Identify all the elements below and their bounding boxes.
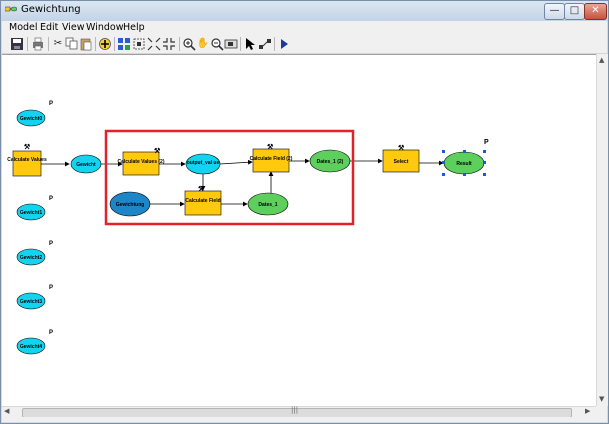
status-bar <box>2 417 607 422</box>
parameter-flag-icon: P <box>49 330 53 336</box>
gewicht-node[interactable]: Gewicht <box>70 154 102 174</box>
svg-text:Dates_1: Dates_1 <box>258 202 277 208</box>
svg-text:Gewicht4: Gewicht4 <box>20 344 42 350</box>
parameter-flag-icon: P <box>49 196 53 202</box>
scroll-right-icon[interactable]: ▶ <box>585 407 591 415</box>
menu-edit[interactable]: Edit <box>40 22 59 33</box>
fit-icon[interactable] <box>147 37 161 51</box>
gewicht4-node[interactable]: Gewicht4 P <box>16 330 53 355</box>
auto-layout-icon[interactable] <box>117 37 131 51</box>
svg-text:Calculate Values: Calculate Values <box>7 157 47 163</box>
pan-icon[interactable]: ✋ <box>196 38 210 49</box>
scroll-left-icon[interactable]: ◀ <box>4 407 10 415</box>
scroll-grip: ||| <box>291 406 299 414</box>
zoom-out-icon[interactable] <box>210 37 224 51</box>
parameter-flag-icon: P <box>49 241 53 247</box>
zoom-fixed-icon[interactable] <box>162 37 176 51</box>
paste-icon[interactable] <box>79 37 93 51</box>
menu-view[interactable]: View <box>62 22 85 33</box>
calc-field-node[interactable]: Calculate Field ⚒ <box>184 185 222 216</box>
hammer-icon: ⚒ <box>267 143 274 151</box>
calc-field-2-node[interactable]: Calculate Field (2) ⚒ <box>250 143 293 173</box>
menu-window[interactable]: Window <box>86 22 124 33</box>
dates1-2-node[interactable]: Dates_1 (2) <box>309 149 351 173</box>
resize-grip[interactable] <box>596 406 607 417</box>
calc-values-2-node[interactable]: Calculate Values (2) ⚒ <box>118 147 165 176</box>
select-icon[interactable] <box>243 37 257 51</box>
menu-bar: Model Edit View Window Help <box>2 21 607 35</box>
hammer-icon: ⚒ <box>198 185 205 193</box>
model-diagram: Gewicht0 P Calculate Values ⚒ Gewicht Ca… <box>7 101 489 355</box>
maximize-button[interactable]: □ <box>564 3 585 20</box>
svg-text:Select: Select <box>394 159 409 165</box>
select-node[interactable]: Select ⚒ <box>382 144 420 173</box>
selection-handles <box>442 150 486 176</box>
model-icon <box>5 6 17 12</box>
svg-text:Gewichtung: Gewichtung <box>116 202 145 208</box>
menu-model[interactable]: Model <box>9 22 38 33</box>
vertical-scrollbar[interactable]: ▲ ▼ <box>596 54 608 406</box>
svg-text:Calculate Field (2): Calculate Field (2) <box>250 156 293 162</box>
svg-text:Gewicht3: Gewicht3 <box>20 299 42 305</box>
gewicht3-node[interactable]: Gewicht3 P <box>16 285 53 310</box>
gewicht1-node[interactable]: Gewicht1 P <box>16 196 53 221</box>
toolbar: ✂ ✋ <box>2 35 607 54</box>
svg-text:Gewicht2: Gewicht2 <box>20 255 42 261</box>
run-icon[interactable] <box>277 37 291 51</box>
hammer-icon: ⚒ <box>154 147 161 155</box>
hammer-icon: ⚒ <box>24 143 31 151</box>
minimize-button[interactable]: — <box>544 3 565 20</box>
print-icon[interactable] <box>31 37 45 51</box>
svg-text:Result: Result <box>456 161 472 167</box>
calc-values-node[interactable]: Calculate Values ⚒ <box>7 143 47 177</box>
window-title: Gewichtung <box>21 4 81 15</box>
zoom-in-icon[interactable] <box>182 37 196 51</box>
svg-text:Dates_1 (2): Dates_1 (2) <box>317 159 344 165</box>
close-button[interactable]: ✕ <box>584 3 607 20</box>
save-icon[interactable] <box>10 37 24 51</box>
highlight-box <box>104 129 355 226</box>
model-canvas[interactable]: Gewicht0 P Calculate Values ⚒ Gewicht Ca… <box>2 54 596 407</box>
connect-icon[interactable] <box>258 37 272 51</box>
gewichtung-node[interactable]: Gewichtung <box>109 191 151 217</box>
result-node[interactable]: Result P <box>442 139 489 176</box>
scroll-down-icon[interactable]: ▼ <box>599 395 605 403</box>
svg-text:Gewicht1: Gewicht1 <box>20 210 42 216</box>
svg-text:output_val ue: output_val ue <box>187 160 220 166</box>
parameter-flag-icon: P <box>484 139 489 146</box>
output-value-node[interactable]: output_val ue <box>185 153 221 175</box>
svg-text:Gewicht: Gewicht <box>76 162 96 168</box>
gewicht2-node[interactable]: Gewicht2 P <box>16 241 53 266</box>
svg-text:Calculate Values (2): Calculate Values (2) <box>118 159 165 165</box>
gewicht0-node[interactable]: Gewicht0 P <box>16 101 53 127</box>
connectors <box>41 158 444 207</box>
svg-text:Gewicht0: Gewicht0 <box>20 116 42 122</box>
menu-help[interactable]: Help <box>123 22 145 33</box>
add-data-icon[interactable] <box>98 37 112 51</box>
svg-text:Calculate Field: Calculate Field <box>185 198 220 204</box>
scroll-up-icon[interactable]: ▲ <box>599 56 605 64</box>
hammer-icon: ⚒ <box>398 144 405 152</box>
parameter-flag-icon: P <box>49 285 53 291</box>
overview-icon[interactable] <box>224 37 238 51</box>
title-bar[interactable]: Gewichtung — □ ✕ <box>1 1 608 21</box>
copy-icon[interactable] <box>65 37 79 51</box>
full-extent-icon[interactable] <box>132 37 146 51</box>
cut-icon[interactable]: ✂ <box>53 38 63 49</box>
parameter-flag-icon: P <box>49 101 53 107</box>
dates1-node[interactable]: Dates_1 <box>247 192 289 216</box>
